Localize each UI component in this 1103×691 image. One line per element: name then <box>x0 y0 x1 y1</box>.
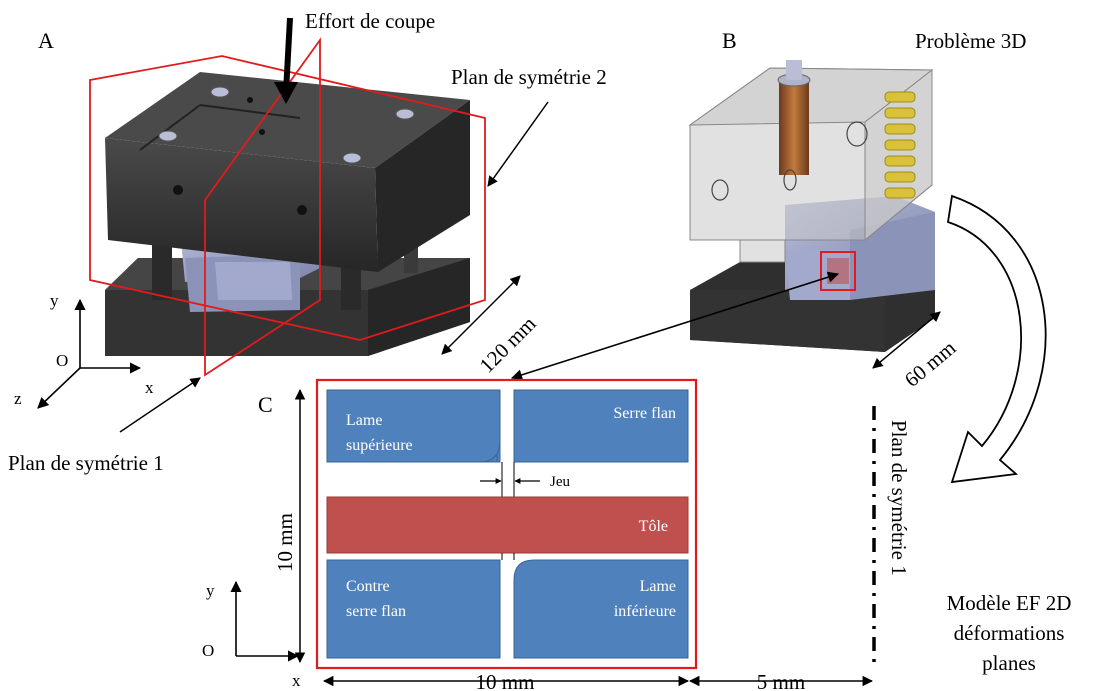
axis-top-y: y <box>50 291 59 310</box>
fe-model-label-2: déformations <box>954 621 1065 645</box>
lower-blade <box>513 559 689 659</box>
axis-top-o: O <box>56 351 68 370</box>
axis-bottom-o: O <box>202 641 214 660</box>
sheet-label: Tôle <box>639 518 668 535</box>
counter-blank-holder <box>326 559 501 659</box>
screw-heads <box>158 86 415 164</box>
dim-60-label: 60 mm <box>900 336 961 392</box>
effort-label: Effort de coupe <box>305 9 435 33</box>
plan1-pointer <box>119 377 201 433</box>
model-frame <box>315 378 698 670</box>
axis-top-z: z <box>14 389 22 408</box>
axis-bottom-y: y <box>206 581 215 600</box>
zoom-arrow <box>510 271 840 381</box>
cutting-force-arrowhead <box>274 82 298 104</box>
cutting-force-arrow <box>283 17 293 93</box>
plan2-pointer <box>487 101 549 187</box>
block-holes <box>173 97 307 215</box>
lower-blade-label-1: Lame <box>640 578 676 595</box>
dim-10-v-label: 10 mm <box>273 513 297 572</box>
panel-label-a: A <box>38 28 54 53</box>
upper-blade-label-2: supérieure <box>346 437 413 454</box>
blank-holder-label: Serre flan <box>613 405 676 422</box>
guide-rod <box>779 80 809 175</box>
dim-10-h-label: 10 mm <box>476 670 535 691</box>
panel-b-tool: B Problème 3D <box>510 28 1047 484</box>
lower-blade-label-2: inférieure <box>614 603 676 620</box>
reduction-arrow <box>946 194 1047 484</box>
fe-model-label-1: Modèle EF 2D <box>947 591 1072 615</box>
panel-c-model: C Lame supérieure Serre flan Jeu Tôle Co… <box>202 378 1072 691</box>
axes-bottom: y O x <box>202 580 301 690</box>
transparent-housing <box>688 67 934 263</box>
panel-a-tool: A <box>8 9 607 475</box>
blank-holder <box>513 389 689 463</box>
upper-blade-label-1: Lame <box>346 412 382 429</box>
panel-label-b: B <box>722 28 737 53</box>
counter-label-1: Contre <box>346 578 390 595</box>
dim-5-label: 5 mm <box>757 670 805 691</box>
jeu-label: Jeu <box>550 474 570 490</box>
axes-top: y O x z <box>14 291 154 409</box>
dim-60-arrow <box>872 311 941 369</box>
plan2-label: Plan de symétrie 2 <box>451 65 607 89</box>
plan1-vertical-label: Plan de symétrie 1 <box>887 420 911 576</box>
spring <box>884 91 916 199</box>
probleme-3d-label: Problème 3D <box>915 29 1026 53</box>
dim-120-arrow <box>441 275 521 355</box>
axis-bottom-x: x <box>292 671 301 690</box>
counter-label-2: serre flan <box>346 603 406 620</box>
fe-model-label-3: planes <box>982 651 1036 675</box>
plan1-label: Plan de symétrie 1 <box>8 451 164 475</box>
top-block <box>105 72 470 272</box>
axis-top-x: x <box>145 378 154 397</box>
panel-label-c: C <box>258 392 273 417</box>
sheet <box>326 496 689 554</box>
dim-120-label: 120 mm <box>475 311 541 377</box>
